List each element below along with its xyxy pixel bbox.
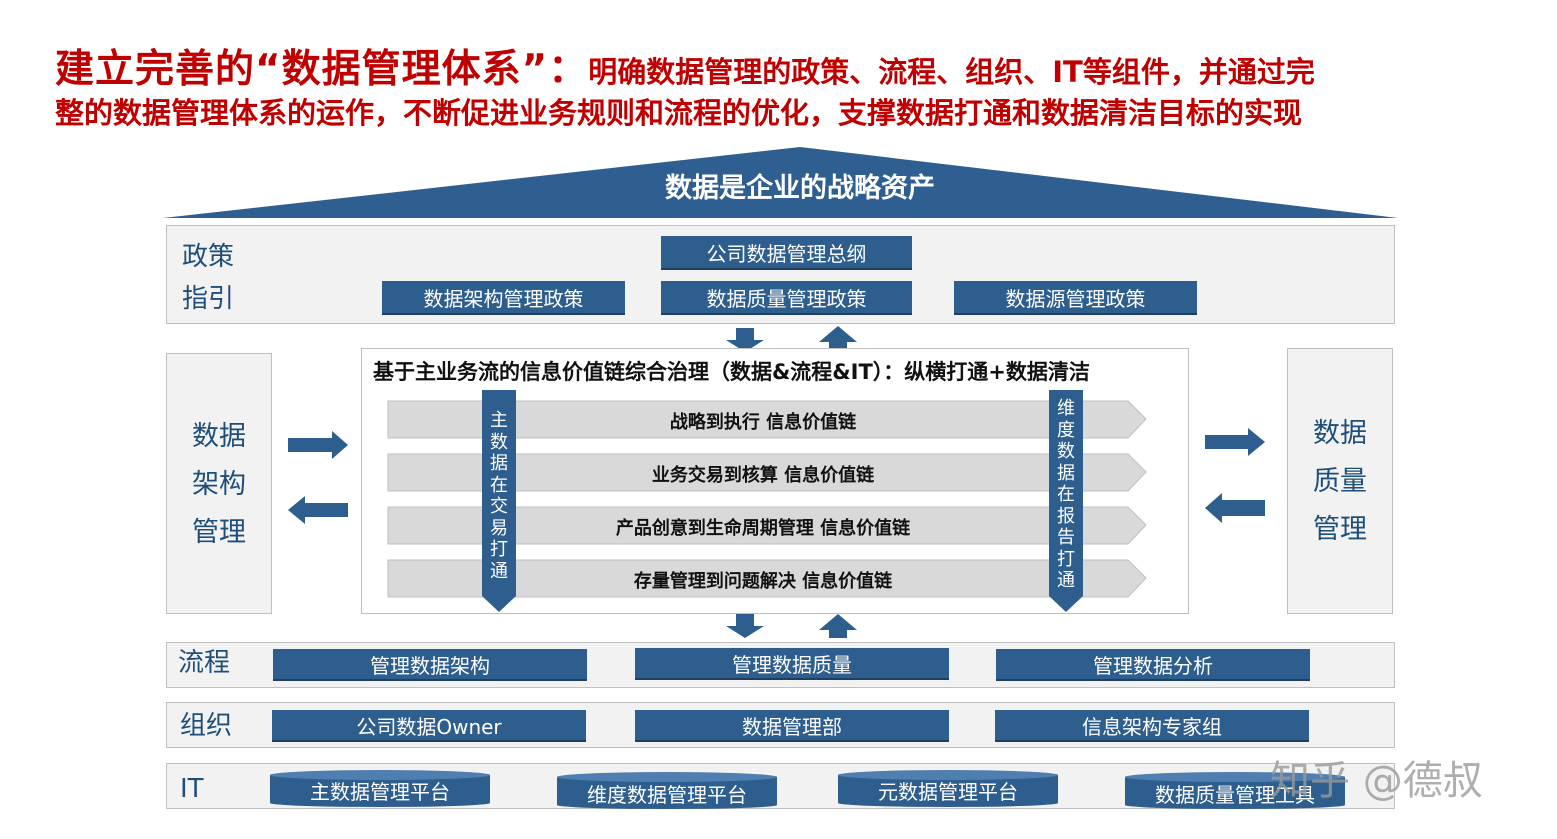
arrow-down-bottom <box>726 614 764 638</box>
page-title-line2: 整的数据管理体系的运作，不断促进业务规则和流程的优化，支撑数据打通和数据清洁目标… <box>55 96 1303 130</box>
watermark: 知乎 @德叔 <box>1270 758 1483 804</box>
it-label: IT <box>180 774 204 804</box>
organization-box-3: 信息架构专家组 <box>995 710 1309 742</box>
it-platform-3: 元数据管理平台 <box>878 780 1018 804</box>
it-cylinders <box>270 770 1345 809</box>
left-side-label: 数据 架构 管理 <box>166 413 272 557</box>
policy-box-3: 数据源管理政策 <box>954 281 1197 315</box>
cylinder-1 <box>270 770 490 807</box>
chain-label-1: 战略到执行 信息价值链 <box>669 412 857 433</box>
process-box-3: 管理数据分析 <box>996 649 1310 681</box>
arrow-down-top <box>726 328 764 352</box>
right-side-panel <box>1287 348 1393 614</box>
title-rest: 明确数据管理的政策、流程、组织、IT等组件，并通过完 <box>588 55 1315 89</box>
policy-label-line2: 指引 <box>182 284 235 314</box>
it-platform-1: 主数据管理平台 <box>310 780 450 804</box>
roof-triangle <box>163 147 1398 218</box>
policy-box-1: 数据架构管理政策 <box>382 281 625 315</box>
left-side-line2: 架构 <box>192 469 246 500</box>
right-side-line2: 质量 <box>1313 466 1367 497</box>
page-title-line1: 建立完善的“数据管理体系”：明确数据管理的政策、流程、组织、IT等组件，并通过完 <box>55 38 1315 94</box>
policy-arrows <box>726 326 857 638</box>
vertical-label-left: 主数据在交易打通 <box>490 410 508 582</box>
arrow-up-top <box>819 326 857 352</box>
right-side-line1: 数据 <box>1313 418 1367 449</box>
vertical-label-right: 维度数据在报告打通 <box>1057 398 1075 591</box>
arrow-up-bottom <box>819 614 857 638</box>
arrow-right-right-top <box>1205 428 1265 456</box>
organization-label: 组织 <box>180 711 233 741</box>
it-platform-4: 数据质量管理工具 <box>1155 783 1315 807</box>
right-side-line3: 管理 <box>1313 514 1367 545</box>
cylinder-3 <box>838 770 1058 807</box>
cylinder-4 <box>1125 772 1345 809</box>
roof-label: 数据是企业的战略资产 <box>665 173 935 204</box>
organization-box-1: 公司数据Owner <box>272 710 586 742</box>
arrow-right-left-top <box>288 431 348 459</box>
policy-box-2: 数据质量管理政策 <box>661 281 912 315</box>
chain-label-3: 产品创意到生命周期管理 信息价值链 <box>615 518 911 539</box>
right-side-label: 数据 质量 管理 <box>1287 410 1393 554</box>
side-arrows <box>288 428 1265 524</box>
left-side-panel <box>166 353 272 614</box>
chain-label-4: 存量管理到问题解决 信息价值链 <box>633 571 893 592</box>
process-box-2: 管理数据质量 <box>635 648 949 680</box>
title-main: 建立完善的“数据管理体系”： <box>55 47 589 92</box>
process-label: 流程 <box>178 648 231 678</box>
it-platform-2: 维度数据管理平台 <box>587 783 747 807</box>
arrow-left-right-bottom <box>1205 493 1265 523</box>
cylinder-2 <box>557 772 777 809</box>
chain-label-2: 业务交易到核算 信息价值链 <box>651 465 875 486</box>
policy-top-box: 公司数据管理总纲 <box>661 236 912 270</box>
left-side-line1: 数据 <box>192 421 246 452</box>
arrow-left-left-bottom <box>288 496 348 524</box>
policy-label-line1: 政策 <box>182 242 235 272</box>
organization-box-2: 数据管理部 <box>635 710 949 742</box>
left-side-line3: 管理 <box>192 517 246 548</box>
policy-label: 政策 指引 <box>182 236 234 320</box>
center-title: 基于主业务流的信息价值链综合治理（数据&流程&IT）：纵横打通+数据清洁 <box>373 360 1090 384</box>
process-box-1: 管理数据架构 <box>273 649 587 681</box>
